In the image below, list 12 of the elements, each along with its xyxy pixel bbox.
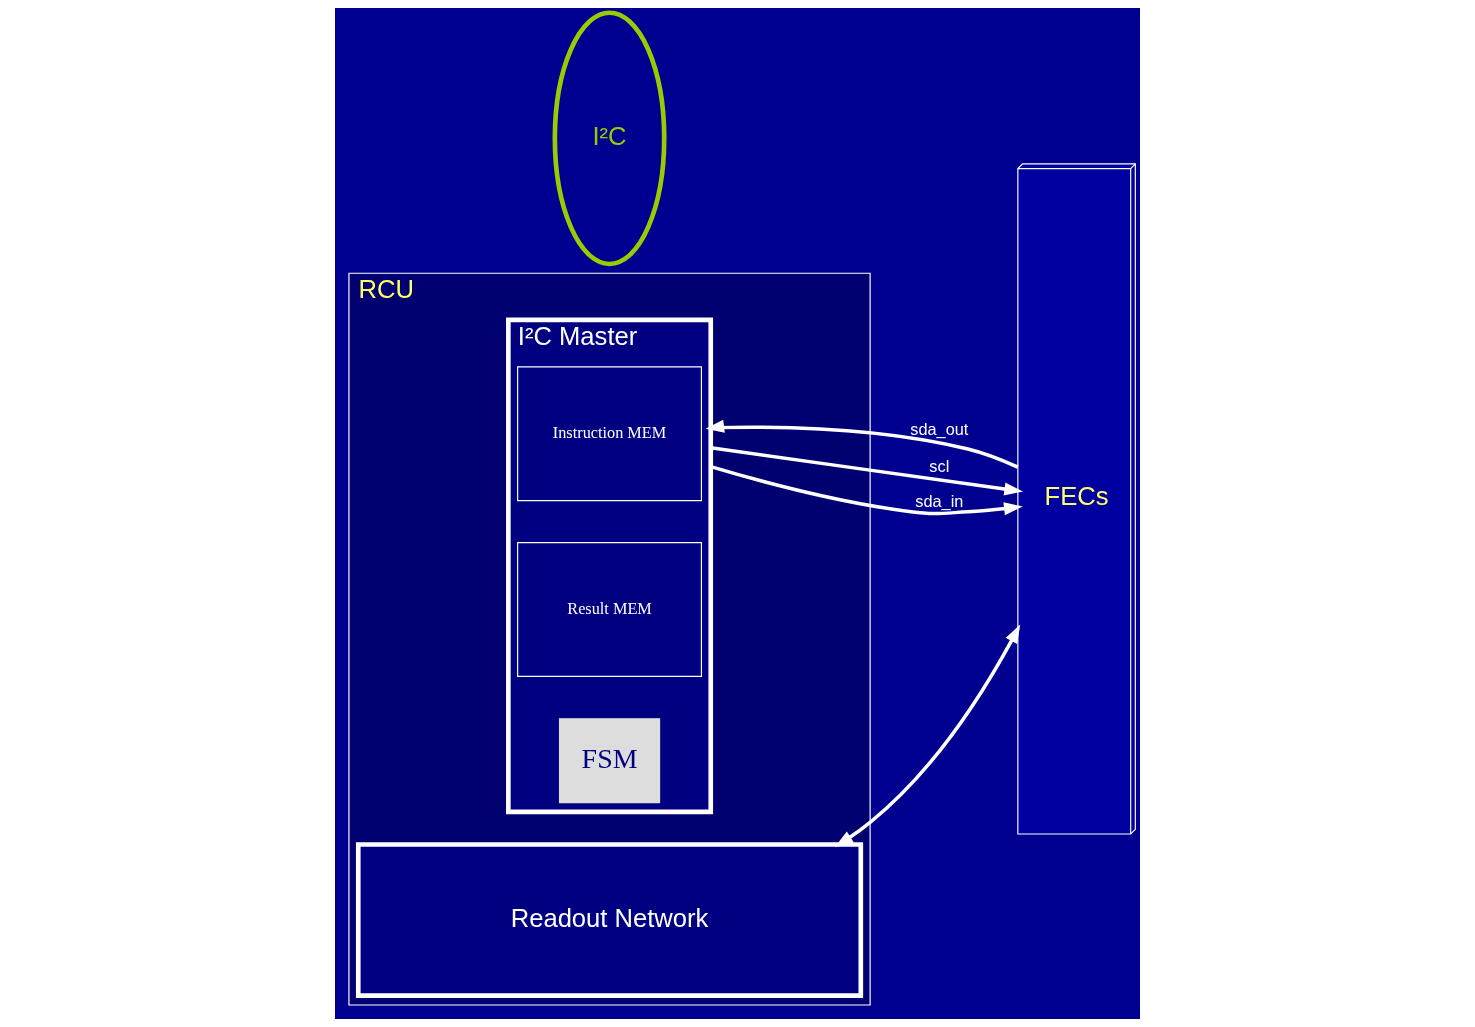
node-ellipse: I²C [552, 10, 667, 267]
node-box: Result MEM [517, 542, 703, 677]
edge-label: sda_in [915, 492, 964, 511]
edge-label: scl [929, 457, 950, 476]
arrow [710, 464, 1023, 516]
node-box: Readout Network [355, 842, 864, 998]
node-box: FSM [558, 718, 661, 804]
arrow [834, 624, 1021, 848]
arrow [710, 446, 1023, 496]
edge-label: sda_out [910, 420, 969, 439]
arrow [705, 419, 1019, 469]
node-box: Instruction MEM [517, 366, 703, 502]
